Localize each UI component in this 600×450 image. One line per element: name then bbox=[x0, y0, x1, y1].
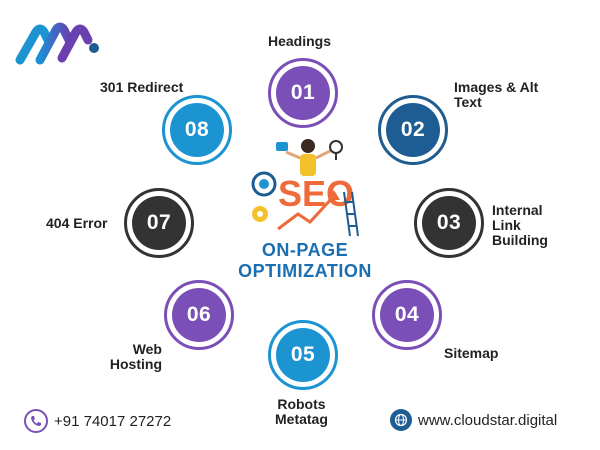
step-04-circle: 04 bbox=[372, 280, 442, 350]
step-01-label: Headings bbox=[268, 33, 332, 49]
step-03-label: Internal Link Building bbox=[492, 203, 548, 248]
step-07-label: 404 Error bbox=[46, 215, 108, 231]
center-title-line2: OPTIMIZATION bbox=[238, 261, 372, 281]
step-02-number: 02 bbox=[386, 103, 440, 157]
seo-illustration: SEO bbox=[251, 139, 359, 237]
step-04-label: Sitemap bbox=[444, 345, 499, 361]
step-02-label-line1: Images & Alt bbox=[454, 79, 539, 95]
step-03-label-line3: Building bbox=[492, 232, 548, 248]
brand-logo bbox=[15, 22, 99, 65]
step-05-number: 05 bbox=[276, 328, 330, 382]
step-06-label: Web Hosting bbox=[100, 342, 162, 372]
phone-icon bbox=[24, 409, 48, 433]
step-05-label-line1: Robots bbox=[277, 396, 326, 412]
footer-phone[interactable]: +91 74017 27272 bbox=[24, 409, 171, 433]
step-06-label-line1: Web bbox=[132, 341, 162, 357]
step-07-number: 07 bbox=[132, 196, 186, 250]
step-05-label: Robots Metatag bbox=[275, 397, 328, 427]
globe-icon bbox=[390, 409, 412, 431]
step-05-label-line2: Metatag bbox=[275, 411, 328, 427]
footer-website[interactable]: www.cloudstar.digital bbox=[390, 409, 557, 431]
step-02-label-line2: Text bbox=[454, 94, 482, 110]
step-03-circle: 03 bbox=[414, 188, 484, 258]
step-07-circle: 07 bbox=[124, 188, 194, 258]
step-03-number: 03 bbox=[422, 196, 476, 250]
seo-word: SEO bbox=[278, 173, 354, 214]
step-05-circle: 05 bbox=[268, 320, 338, 390]
step-02-circle: 02 bbox=[378, 95, 448, 165]
step-08-number: 08 bbox=[170, 103, 224, 157]
step-06-number: 06 bbox=[172, 288, 226, 342]
step-02-label: Images & Alt Text bbox=[454, 80, 538, 110]
step-01-circle: 01 bbox=[268, 58, 338, 128]
phone-number: +91 74017 27272 bbox=[54, 412, 172, 430]
step-06-label-line2: Hosting bbox=[109, 356, 162, 372]
step-03-label-line1: Internal bbox=[492, 202, 543, 218]
step-06-circle: 06 bbox=[164, 280, 234, 350]
center-title: ON-PAGE OPTIMIZATION bbox=[220, 240, 390, 282]
center-title-line1: ON-PAGE bbox=[261, 240, 349, 260]
step-04-number: 04 bbox=[380, 288, 434, 342]
step-01-number: 01 bbox=[276, 66, 330, 120]
step-08-circle: 08 bbox=[162, 95, 232, 165]
step-08-label: 301 Redirect bbox=[100, 79, 184, 95]
website-url: www.cloudstar.digital bbox=[418, 411, 558, 429]
step-03-label-line2: Link bbox=[492, 217, 521, 233]
